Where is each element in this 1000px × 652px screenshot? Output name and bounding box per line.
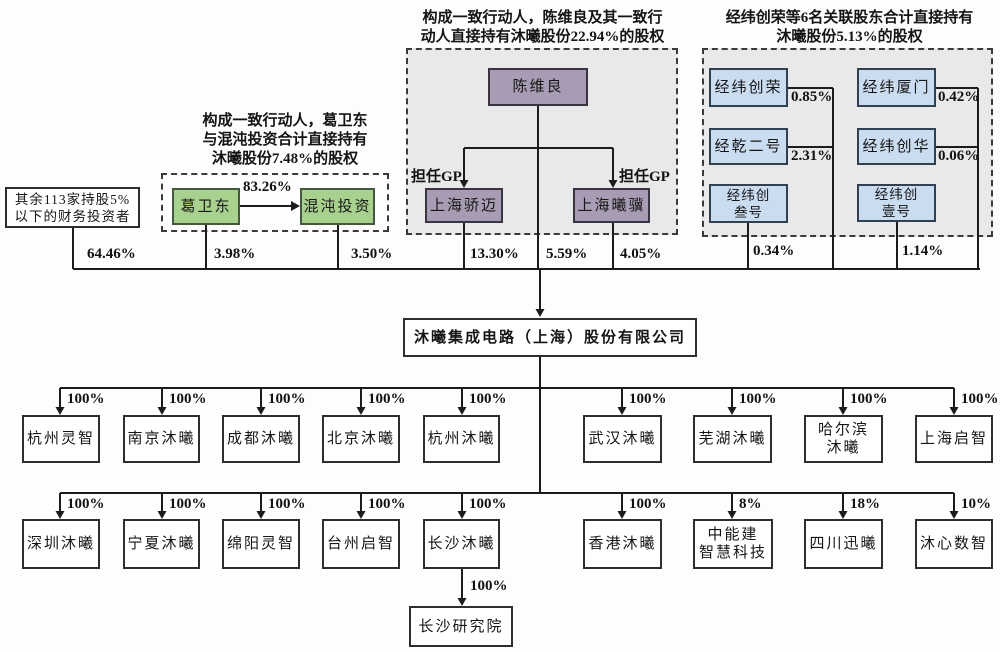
subsidiary-hangzhou-muxi: 杭州沐曦 (423, 415, 500, 463)
subsidiary-taizhou-qizhi: 台州启智 (322, 519, 400, 569)
pct-chen-weiliang: 5.59% (546, 246, 588, 262)
pct-hundun: 3.50% (351, 246, 393, 262)
pct-financial-investors: 64.46% (87, 246, 136, 262)
group-box-ge-hundun (161, 173, 389, 232)
node-main-company: 沐曦集成电路（上海）股份有限公司 (403, 318, 697, 357)
node-financial-investors: 其余113家持股5% 以下的财务投资者 (5, 187, 140, 228)
subsidiary-hangzhou-lingzhi: 杭州灵智 (22, 415, 100, 463)
subsidiary-nanjing-muxi: 南京沐曦 (123, 415, 200, 463)
annotation-jingwei-group: 经纬创荣等6名关联股东合计直接持有 沐曦股份5.13%的股权 (725, 10, 974, 45)
subsidiary-shanghai-qizhi: 上海启智 (915, 415, 993, 463)
pct-r1-8: 100% (850, 391, 888, 407)
subsidiary-changsha-muxi: 长沙沐曦 (423, 519, 500, 569)
node-jingwei-chuang-sanhao: 经纬创 叁号 (709, 184, 788, 223)
pct-changsha-research: 100% (470, 578, 508, 594)
node-jingwei-chuang-yihao: 经纬创 壹号 (857, 184, 936, 222)
node-chen-weiliang: 陈维良 (488, 68, 588, 106)
subsidiary-ningxia-muxi: 宁夏沐曦 (123, 519, 200, 569)
node-shanghai-jiaomai: 上海骄迈 (425, 188, 503, 223)
subsidiary-muxin-shuzhi: 沐心数智 (915, 519, 993, 569)
pct-ge-to-hundun: 83.26% (243, 179, 292, 195)
pct-r2-4: 100% (368, 496, 406, 512)
subsidiary-wuhu-muxi: 芜湖沐曦 (693, 415, 772, 463)
subsidiary-chengdu-muxi: 成都沐曦 (222, 415, 300, 463)
pct-r1-3: 100% (268, 391, 306, 407)
pct-r1-2: 100% (169, 391, 207, 407)
pct-r2-6: 100% (629, 496, 667, 512)
connector-segments (59, 87, 980, 598)
pct-r2-2: 100% (169, 496, 207, 512)
subsidiary-wuhan-muxi: 武汉沐曦 (583, 415, 662, 463)
pct-r1-7: 100% (739, 391, 777, 407)
label-gp-left: 担任GP (411, 169, 462, 185)
pct-shanghai-xiji: 4.05% (620, 246, 662, 262)
pct-r1-1: 100% (67, 391, 105, 407)
node-jingqian-erhao: 经乾二号 (709, 128, 788, 165)
label-gp-right: 担任GP (619, 169, 670, 185)
subsidiary-hongkong-muxi: 香港沐曦 (583, 519, 662, 569)
pct-r2-3: 100% (268, 496, 306, 512)
pct-r1-6: 100% (629, 391, 667, 407)
pct-jingwei-chuang-sanhao: 0.34% (753, 243, 795, 259)
pct-r2-1: 100% (67, 496, 105, 512)
subsidiary-haerbin-muxi: 哈尔滨 沐曦 (804, 415, 883, 463)
node-hundun-investment: 混沌投资 (300, 188, 375, 225)
pct-r2-8: 18% (850, 496, 880, 512)
pct-jingwei-chuang-yihao: 1.14% (902, 243, 944, 259)
pct-r2-7: 8% (739, 496, 762, 512)
pct-r1-4: 100% (368, 391, 406, 407)
pct-jingqian-erhao: 2.31% (791, 148, 833, 164)
node-jingwei-chuangrong: 经纬创荣 (709, 68, 788, 107)
pct-jingwei-chuangrong: 0.85% (791, 89, 833, 105)
annotation-ge-group: 构成一致行动人，葛卫东 与混沌投资合计直接持有 沐曦股份7.48%的股权 (202, 113, 368, 167)
pct-jingwei-chuanghua: 0.06% (938, 148, 980, 164)
subsidiary-beijing-muxi: 北京沐曦 (322, 415, 400, 463)
subsidiary-changsha-research-institute: 长沙研究院 (409, 606, 513, 647)
annotation-chen-group: 构成一致行动人，陈维良及其一致行 动人直接持有沐曦股份22.94%的股权 (420, 10, 665, 45)
subsidiary-zhongnengjian-zhihui: 中能建 智慧科技 (693, 519, 773, 569)
pct-r2-9: 10% (961, 496, 991, 512)
node-shanghai-xiji: 上海曦骥 (573, 188, 650, 223)
subsidiary-mianyang-lingzhi: 绵阳灵智 (222, 519, 300, 569)
pct-r1-9: 100% (961, 391, 999, 407)
pct-r1-5: 100% (469, 391, 507, 407)
node-ge-weidong: 葛卫东 (172, 188, 240, 225)
node-jingwei-xiamen: 经纬厦门 (857, 68, 936, 107)
pct-r2-5: 100% (469, 496, 507, 512)
subsidiary-sichuan-xunxi: 四川迅曦 (804, 519, 883, 569)
subsidiary-shenzhen-muxi: 深圳沐曦 (22, 519, 100, 569)
pct-jingwei-xiamen: 0.42% (938, 89, 980, 105)
pct-shanghai-jiaomai: 13.30% (470, 246, 519, 262)
pct-ge-weidong: 3.98% (214, 246, 256, 262)
node-jingwei-chuanghua: 经纬创华 (857, 128, 936, 165)
